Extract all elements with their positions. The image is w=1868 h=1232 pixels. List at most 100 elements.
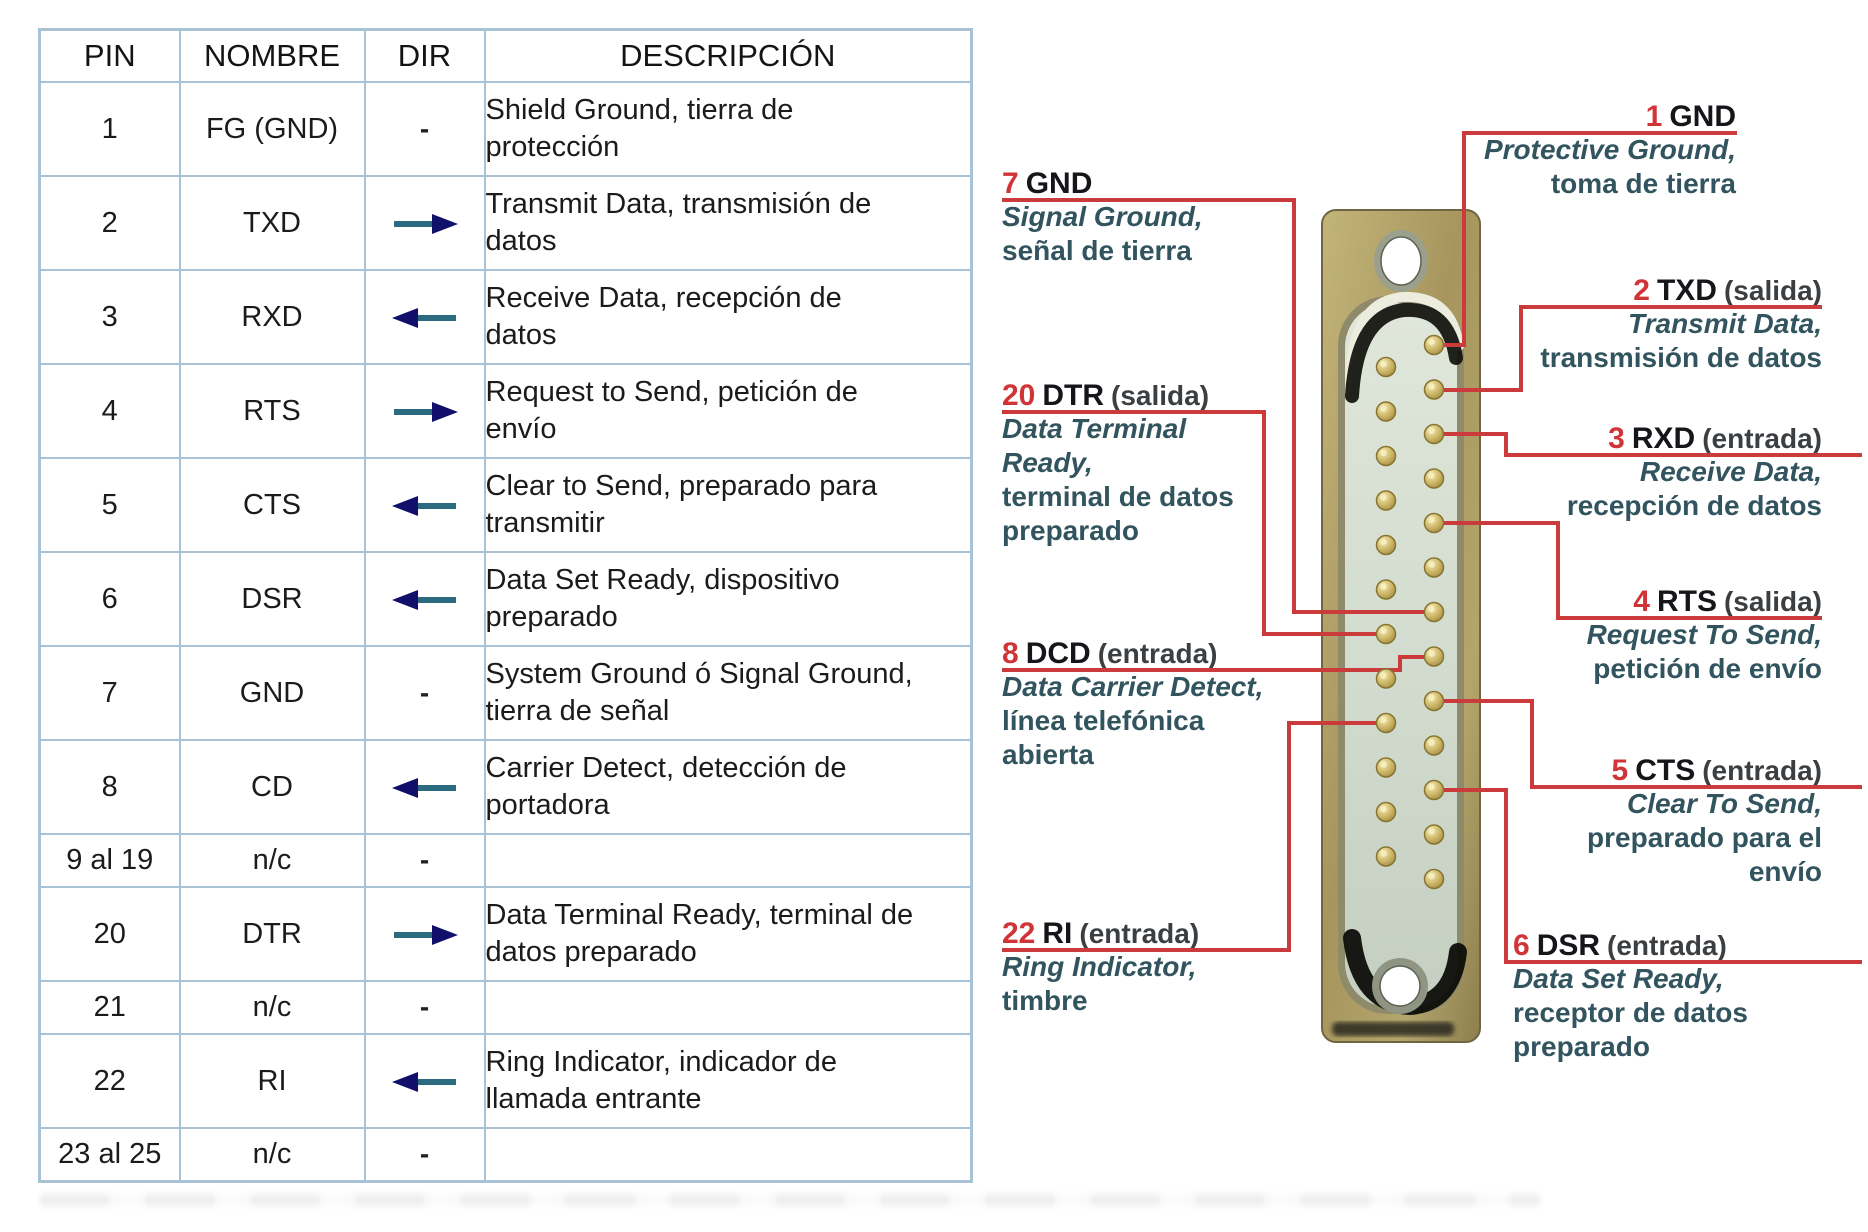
connector-pin xyxy=(1423,601,1445,623)
nombre-cell: TXD xyxy=(178,175,366,271)
nombre-cell: DTR xyxy=(178,886,366,982)
arrow-right-icon xyxy=(393,213,458,234)
column-header: DESCRIPCIÓN xyxy=(483,28,973,83)
english-description-line: Ring Indicator, xyxy=(1002,951,1197,982)
pin-cell: 9 al 19 xyxy=(38,833,181,888)
dir-cell xyxy=(363,457,486,553)
dir-cell: - xyxy=(363,81,486,177)
descripcion-line: datos xyxy=(485,225,557,257)
scan-artifact xyxy=(40,1194,1540,1206)
spanish-description-line: transmisión de datos xyxy=(1540,342,1822,373)
base-marking xyxy=(1332,1022,1454,1036)
signal-direction: (entrada) xyxy=(1702,423,1822,454)
connector-pin xyxy=(1423,646,1445,667)
descripcion-cell: Carrier Detect, detección de portadora xyxy=(483,739,973,835)
english-description-line: Clear To Send, xyxy=(1626,788,1822,819)
descripcion-line: envío xyxy=(485,413,557,445)
spanish-description-line: petición de envío xyxy=(1593,653,1822,684)
no-direction-dash: - xyxy=(419,676,430,708)
descripcion-line: Receive Data, recepción de xyxy=(485,282,842,314)
descripcion-line: Carrier Detect, detección de xyxy=(485,752,847,784)
arrow-left-icon xyxy=(391,495,456,516)
signal-name: DTR xyxy=(1042,379,1105,412)
pin-cell: 6 xyxy=(38,551,181,647)
dir-cell xyxy=(363,1033,486,1129)
signal-name: DSR xyxy=(1536,929,1601,962)
arrow-left-icon xyxy=(391,589,456,610)
nombre-cell: n/c xyxy=(178,980,366,1035)
descripcion-line: Shield Ground, tierra de xyxy=(485,94,794,126)
signal-direction: (entrada) xyxy=(1607,930,1727,961)
pin-cell: 4 xyxy=(38,363,181,459)
connector-pin xyxy=(1423,423,1445,445)
spanish-description-line: abierta xyxy=(1002,739,1094,770)
descripcion-line: llamada entrante xyxy=(485,1083,702,1115)
dir-cell xyxy=(363,739,486,835)
arrow-left-icon xyxy=(391,777,456,798)
spanish-description-line: línea telefónica xyxy=(1002,705,1205,736)
spanish-description-line: envío xyxy=(1748,856,1822,887)
dshell-inset xyxy=(1345,303,1457,1007)
dir-cell xyxy=(363,175,486,271)
signal-name: DCD xyxy=(1025,637,1091,670)
spanish-description-line: terminal de datos xyxy=(1002,481,1234,512)
descripcion-line: Data Terminal Ready, terminal de xyxy=(485,899,914,931)
descripcion-line: transmitir xyxy=(485,507,605,539)
column-header: NOMBRE xyxy=(178,28,366,83)
connector-pin xyxy=(1423,557,1445,578)
nombre-cell: DSR xyxy=(178,551,366,647)
spanish-description-line: toma de tierra xyxy=(1550,168,1736,199)
connector-pin xyxy=(1375,534,1397,556)
no-direction-dash: - xyxy=(419,991,430,1022)
connector-pin xyxy=(1423,468,1445,489)
bottom-mount-hole xyxy=(1379,965,1421,1007)
connector-pin xyxy=(1375,757,1397,778)
connector-pin xyxy=(1375,445,1397,467)
descripcion-cell: Receive Data, recepción de datos xyxy=(483,269,973,365)
pin-cell: 23 al 25 xyxy=(38,1127,181,1182)
pin-cell: 20 xyxy=(38,886,181,982)
descripcion-line: portadora xyxy=(485,789,610,821)
spanish-description-line: timbre xyxy=(1002,985,1088,1016)
bottom-mount-hole-ring xyxy=(1372,958,1428,1014)
pin-number: 5 xyxy=(1611,754,1629,787)
english-description-line: Receive Data, xyxy=(1639,456,1822,487)
connector-pin xyxy=(1423,868,1445,890)
dir-cell xyxy=(363,886,486,982)
connector-pin xyxy=(1375,668,1397,689)
pin-cell: 21 xyxy=(38,980,181,1035)
pin-cell: 7 xyxy=(38,645,181,741)
signal-name: GND xyxy=(1025,167,1093,200)
nombre-cell: n/c xyxy=(178,833,366,888)
connector-pin xyxy=(1423,735,1445,756)
no-direction-dash: - xyxy=(419,112,430,144)
pin-number: 4 xyxy=(1633,585,1650,618)
descripcion-line: tierra de señal xyxy=(485,695,670,727)
pin-cell: 8 xyxy=(38,739,181,835)
spanish-description-line: receptor de datos xyxy=(1513,997,1748,1028)
dir-cell: - xyxy=(363,645,486,741)
pin-cell: 2 xyxy=(38,175,181,271)
signal-direction: (entrada) xyxy=(1079,918,1200,949)
connector-pin xyxy=(1375,579,1397,600)
descripcion-line: datos xyxy=(485,319,557,351)
